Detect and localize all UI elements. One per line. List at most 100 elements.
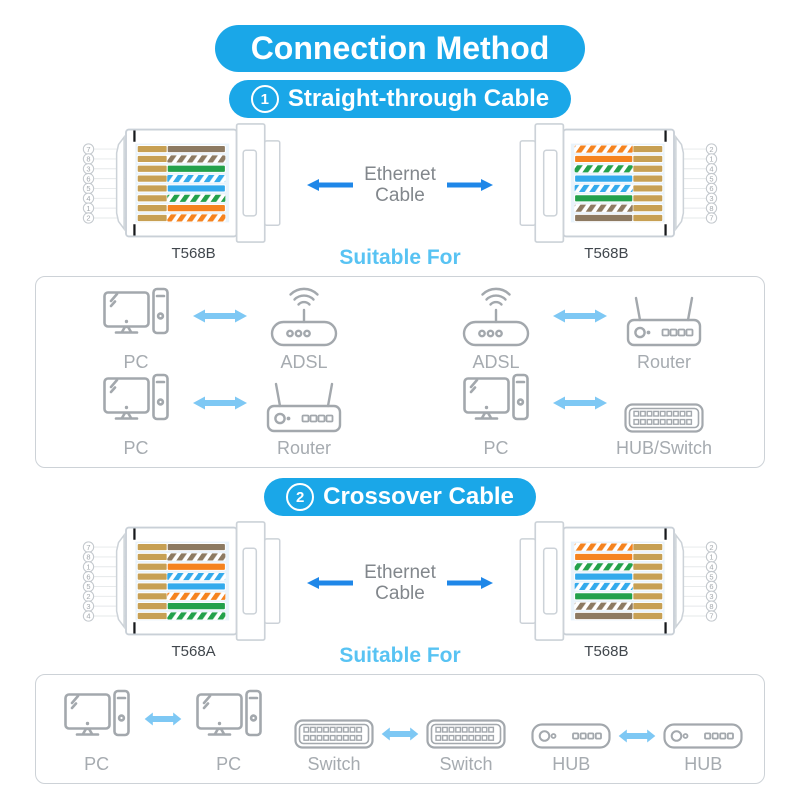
bidirectional-arrow-icon <box>618 728 656 744</box>
svg-text:3: 3 <box>709 592 713 601</box>
svg-text:5: 5 <box>709 572 713 581</box>
device-pair: ADSL Router <box>440 285 720 373</box>
device-pair: HUB HUB <box>524 723 750 775</box>
device-pc: PC <box>80 287 192 373</box>
device-hub: HUB <box>524 723 618 775</box>
pc-icon <box>103 373 169 433</box>
device-label: PC <box>123 352 149 372</box>
svg-text:6: 6 <box>709 184 713 193</box>
device-label: ADSL <box>280 352 328 372</box>
svg-text:8: 8 <box>86 553 90 562</box>
device-label: PC <box>483 438 509 458</box>
router-icon <box>266 381 342 433</box>
bidirectional-arrow-icon <box>192 395 248 411</box>
device-pair: PC ADSL <box>80 285 360 373</box>
suitable-for-heading: Suitable For <box>339 644 461 667</box>
device-label: PC <box>123 438 149 458</box>
device-pair: PC PC <box>50 689 276 775</box>
device-router: Router <box>608 295 720 373</box>
svg-text:1: 1 <box>86 204 90 213</box>
svg-text:1: 1 <box>709 155 713 164</box>
switch-icon <box>624 403 704 433</box>
device-label: Switch <box>307 754 361 774</box>
device-pair: PC HUB/Switch <box>440 373 720 459</box>
adsl-icon <box>268 285 340 347</box>
svg-text:2: 2 <box>709 145 713 154</box>
svg-text:4: 4 <box>86 194 90 203</box>
section-2-heading: Crossover Cable <box>323 483 514 510</box>
svg-text:6: 6 <box>709 582 713 591</box>
pc-icon <box>196 689 262 749</box>
svg-text:5: 5 <box>86 184 90 193</box>
page-title: Connection Method <box>214 25 586 72</box>
device-label: HUB <box>684 754 723 774</box>
svg-text:3: 3 <box>86 602 90 611</box>
bidirectional-arrow-icon <box>552 395 608 411</box>
section-1-heading-pill: 1 Straight-through Cable <box>228 80 572 118</box>
svg-text:2: 2 <box>86 592 90 601</box>
device-label: Router <box>276 438 332 458</box>
suitable-for-heading: Suitable For <box>339 246 461 269</box>
svg-text:4: 4 <box>709 164 713 173</box>
bidirectional-arrow-icon <box>552 308 608 324</box>
wiring-standard-label: T568B <box>584 643 629 660</box>
section-1-heading: Straight-through Cable <box>287 85 550 112</box>
device-label: Router <box>636 352 692 372</box>
section-1-number-badge: 1 <box>250 85 279 113</box>
device-pc: PC <box>182 689 276 775</box>
ethernet-cable-indicator: Ethernet Cable <box>306 562 494 605</box>
section-2-number-badge: 2 <box>286 483 315 511</box>
svg-text:6: 6 <box>86 174 90 183</box>
bidirectional-arrow-icon <box>192 308 248 324</box>
hub-icon <box>531 723 611 749</box>
svg-text:7: 7 <box>709 214 713 223</box>
device-pair: PC Router <box>80 373 360 459</box>
device-label: PC <box>84 754 110 774</box>
switch-icon <box>426 719 506 749</box>
arrow-right-icon <box>446 179 493 192</box>
arrow-right-icon <box>446 577 493 590</box>
ethernet-cable-indicator: Ethernet Cable <box>306 164 494 207</box>
svg-text:2: 2 <box>709 543 713 552</box>
device-switch: HUB/Switch <box>608 403 720 459</box>
device-router: Router <box>248 381 360 459</box>
device-pc: PC <box>80 373 192 459</box>
device-switch: Switch <box>287 719 381 775</box>
arrow-left-icon <box>307 179 354 192</box>
device-hub: HUB <box>656 723 750 775</box>
ethernet-cable-label: Ethernet Cable <box>364 164 436 207</box>
device-pc: PC <box>440 373 552 459</box>
device-label: Switch <box>439 754 493 774</box>
device-label: ADSL <box>472 352 520 372</box>
svg-text:7: 7 <box>709 612 713 621</box>
hub-icon <box>663 723 743 749</box>
device-label: PC <box>216 754 242 774</box>
svg-text:8: 8 <box>86 155 90 164</box>
svg-text:3: 3 <box>86 164 90 173</box>
bidirectional-arrow-icon <box>144 711 182 727</box>
router-icon <box>626 295 702 347</box>
suitable-devices-box-2: PC PC Switch Switch HUB HUB <box>35 674 765 784</box>
device-pair: Switch Switch <box>287 719 513 775</box>
svg-text:1: 1 <box>86 562 90 571</box>
svg-text:4: 4 <box>709 562 713 571</box>
wiring-standard-label: T568B <box>171 245 216 262</box>
svg-text:2: 2 <box>86 214 90 223</box>
pc-icon <box>64 689 130 749</box>
ethernet-cable-label: Ethernet Cable <box>364 562 436 605</box>
device-label: HUB <box>552 754 591 774</box>
switch-icon <box>294 719 374 749</box>
wiring-standard-label: T568A <box>171 643 216 660</box>
device-label: HUB/Switch <box>615 438 713 458</box>
svg-text:3: 3 <box>709 194 713 203</box>
